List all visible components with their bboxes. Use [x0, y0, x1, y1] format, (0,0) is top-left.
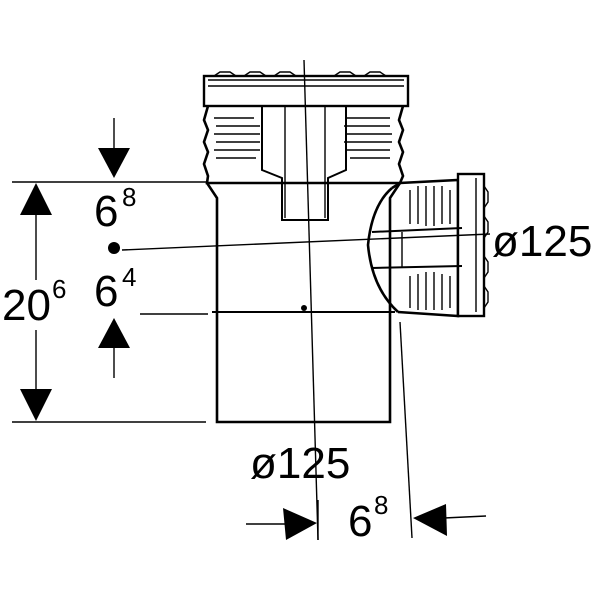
bottom-height-dimension: 6 4	[94, 262, 136, 378]
branch-offset-sup: 8	[374, 490, 388, 520]
horizontal-center-line	[121, 233, 491, 251]
extension-lines	[12, 181, 413, 540]
total-height-sup: 6	[52, 274, 66, 304]
joint-dot	[301, 305, 307, 311]
bottom-height-sup: 4	[122, 262, 136, 292]
main-diameter-label: ø125	[250, 439, 350, 488]
total-height-value: 20	[2, 281, 51, 330]
arrow-up	[98, 318, 130, 348]
branch-diameter-label: ø125	[492, 217, 592, 266]
side-branch	[366, 172, 489, 318]
vertical-center-line	[303, 59, 319, 541]
bottom-height-value: 6	[94, 267, 118, 316]
center-lines	[108, 59, 491, 541]
arrow-right	[283, 508, 317, 540]
top-height-sup: 8	[122, 182, 136, 212]
arrow-down	[98, 148, 130, 178]
main-pipe	[205, 182, 402, 424]
top-height-value: 6	[94, 187, 118, 236]
arrow-down	[20, 389, 52, 421]
branch-offset-value: 6	[348, 497, 372, 546]
total-height-dimension: 20 6	[2, 183, 66, 421]
arrow-up	[20, 183, 52, 215]
center-dot	[108, 242, 120, 254]
top-height-dimension: 6 8	[94, 118, 136, 236]
arrow-left	[413, 504, 447, 536]
branch-offset-dimension: 6 8	[246, 490, 487, 546]
